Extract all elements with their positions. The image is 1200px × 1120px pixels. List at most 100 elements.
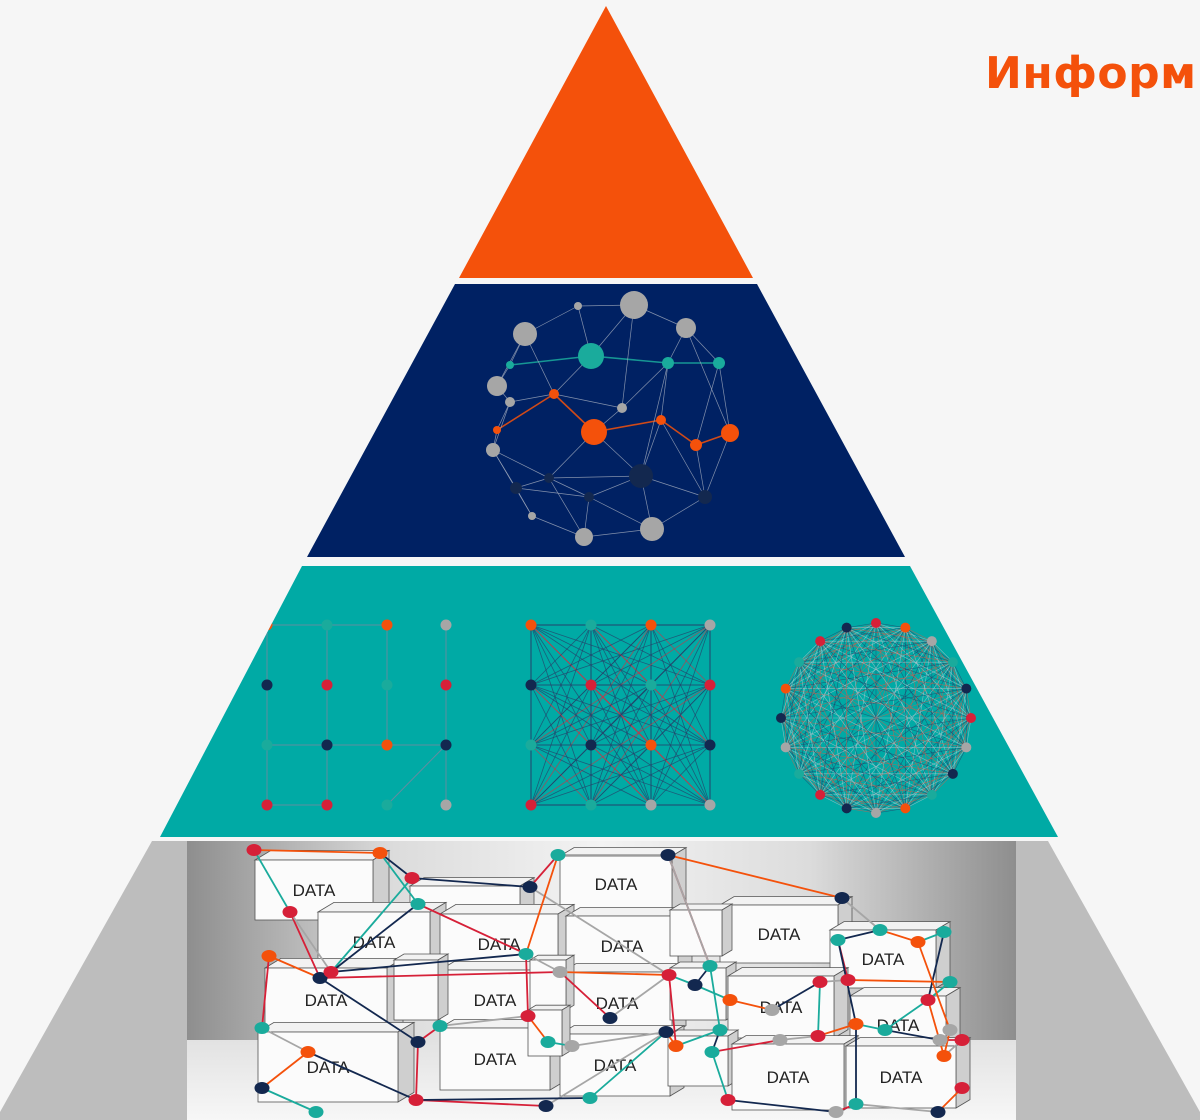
graph-edge bbox=[846, 627, 932, 642]
graph-node bbox=[381, 619, 393, 631]
data-node bbox=[720, 1094, 736, 1106]
graph-edge bbox=[819, 641, 877, 814]
data-node bbox=[261, 950, 277, 962]
network-node bbox=[656, 415, 666, 425]
graph-edge bbox=[931, 717, 972, 795]
network-node bbox=[574, 302, 582, 310]
graph-node bbox=[525, 799, 537, 811]
graph-edge bbox=[820, 640, 972, 719]
graph-edge bbox=[819, 627, 906, 795]
data-connection bbox=[609, 974, 670, 1019]
graph-node bbox=[947, 768, 958, 779]
graph-edge bbox=[530, 684, 652, 746]
data-box-label: DATA bbox=[474, 991, 517, 1010]
graph-node bbox=[321, 799, 333, 811]
graph-node bbox=[645, 739, 657, 751]
graph-node bbox=[704, 619, 716, 631]
graph-edge bbox=[780, 627, 847, 719]
graph-edge bbox=[590, 744, 711, 806]
data-connection bbox=[525, 953, 529, 1017]
graph-edge bbox=[785, 627, 906, 689]
graph-node bbox=[261, 619, 273, 631]
data-connection bbox=[711, 1039, 781, 1053]
graph-node bbox=[261, 739, 273, 751]
data-connection bbox=[415, 1041, 419, 1101]
data-node bbox=[660, 849, 676, 861]
network-node bbox=[620, 291, 648, 319]
graph-node bbox=[871, 808, 881, 818]
graph-edge bbox=[952, 688, 967, 774]
data-node bbox=[661, 969, 677, 981]
graph-edge bbox=[799, 661, 972, 719]
network-node bbox=[721, 424, 739, 442]
graph-edge bbox=[785, 641, 821, 748]
network-edge bbox=[704, 432, 731, 498]
data-box: DATA bbox=[828, 920, 952, 989]
data-box-label: DATA bbox=[305, 991, 348, 1010]
data-node bbox=[764, 1004, 780, 1016]
data-connection bbox=[529, 886, 670, 976]
data-box-label: DATA bbox=[307, 1058, 350, 1077]
graph-node bbox=[440, 619, 452, 631]
network-node bbox=[640, 517, 664, 541]
network-node bbox=[493, 426, 501, 434]
network-node bbox=[486, 443, 500, 457]
network-node bbox=[487, 376, 507, 396]
graph-edge bbox=[819, 640, 967, 748]
graph-edge bbox=[875, 773, 953, 814]
graph-node bbox=[440, 799, 452, 811]
data-connection bbox=[253, 849, 381, 854]
graph-node bbox=[794, 768, 805, 779]
data-connection bbox=[330, 903, 419, 973]
graph-edge bbox=[931, 662, 954, 795]
network-edge bbox=[492, 449, 550, 479]
data-node bbox=[308, 1106, 324, 1118]
data-node bbox=[848, 1098, 864, 1110]
data-connection bbox=[884, 999, 929, 1031]
graph-node bbox=[815, 636, 826, 647]
graph-node bbox=[585, 619, 597, 631]
graph-edge bbox=[798, 640, 933, 775]
data-box bbox=[668, 961, 738, 1021]
data-node bbox=[540, 1036, 556, 1048]
data-box-label: DATA bbox=[880, 1068, 923, 1087]
graph-edge bbox=[780, 717, 847, 809]
graph-edge bbox=[785, 717, 972, 748]
graph-edge bbox=[785, 662, 800, 748]
data-connection bbox=[884, 1029, 941, 1041]
graph-node bbox=[926, 789, 937, 800]
data-node bbox=[522, 881, 538, 893]
network-node bbox=[513, 322, 537, 346]
graph-edge bbox=[590, 684, 711, 746]
data-node bbox=[954, 1034, 970, 1046]
graph-edge bbox=[780, 688, 967, 719]
graph-edge bbox=[799, 773, 932, 796]
graph-edge bbox=[386, 744, 447, 806]
graph-edge bbox=[819, 640, 954, 775]
data-box-label: DATA bbox=[758, 925, 801, 944]
graph-edge bbox=[846, 641, 933, 809]
data-box-label: DATA bbox=[478, 935, 521, 954]
graph-edge bbox=[846, 627, 954, 775]
data-node bbox=[658, 1026, 674, 1038]
data-box: DATA bbox=[558, 846, 688, 913]
data-box-label: DATA bbox=[595, 875, 638, 894]
network-node bbox=[581, 419, 607, 445]
graph-edge bbox=[846, 622, 877, 809]
data-node bbox=[834, 892, 850, 904]
data-box bbox=[392, 953, 450, 1021]
data-node bbox=[872, 924, 888, 936]
graph-node bbox=[900, 803, 911, 814]
graph-edge bbox=[875, 622, 972, 719]
data-node bbox=[942, 1024, 958, 1036]
graph-node bbox=[381, 799, 393, 811]
graph-edge bbox=[820, 627, 906, 642]
graph-node bbox=[961, 742, 972, 753]
graph-edge bbox=[931, 641, 972, 719]
graph-node bbox=[381, 679, 393, 691]
data-connection bbox=[589, 1031, 667, 1099]
network-node bbox=[617, 403, 627, 413]
graph-edge bbox=[952, 662, 967, 748]
graph-edge bbox=[819, 661, 954, 796]
